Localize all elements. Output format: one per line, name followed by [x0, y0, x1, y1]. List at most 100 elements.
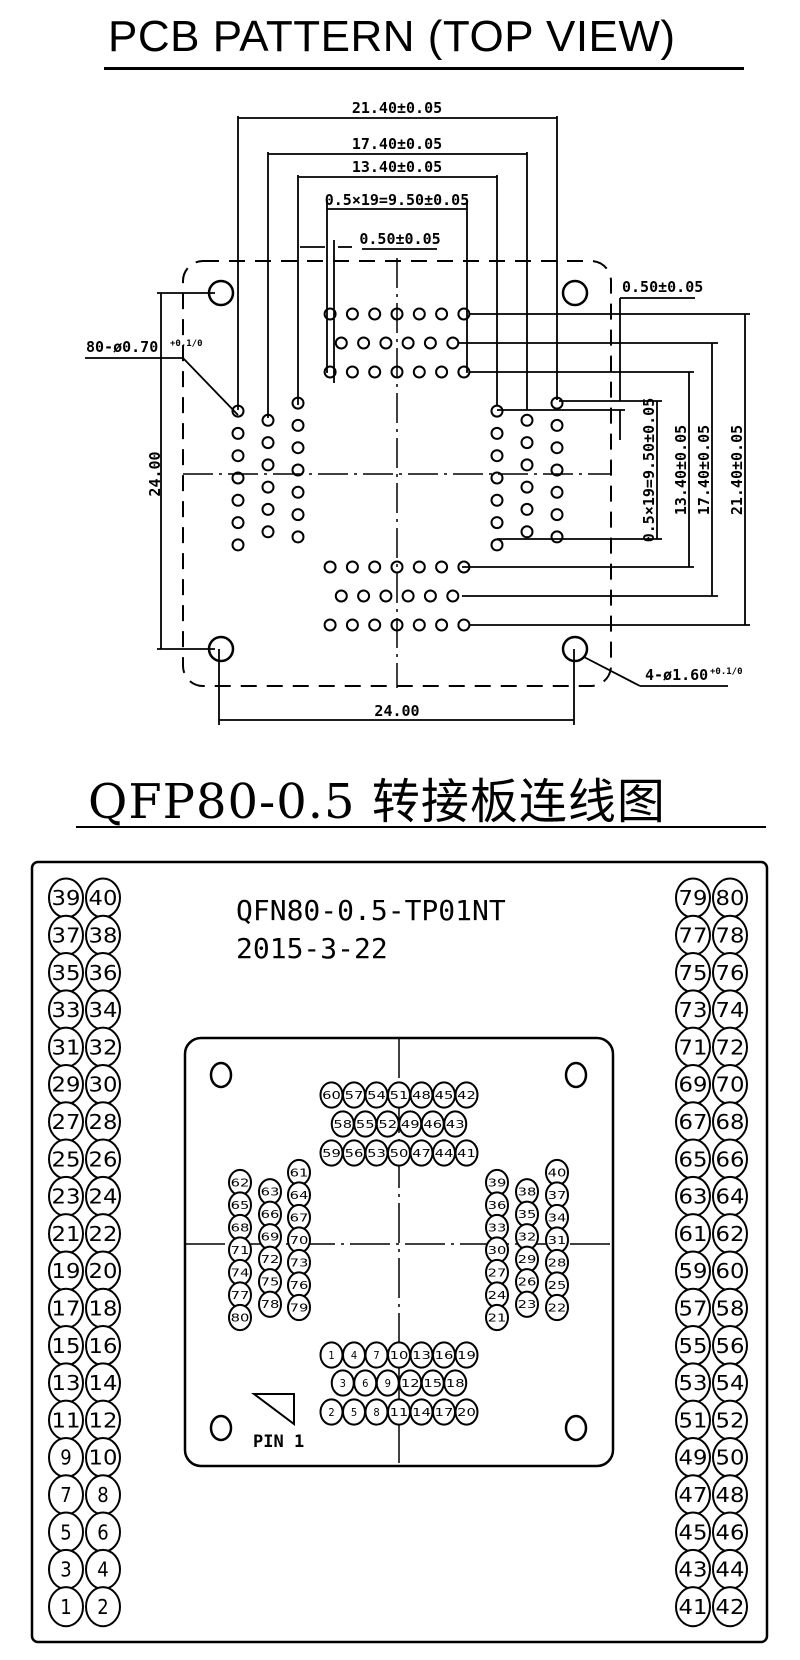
header-left-pin-label: 16: [89, 1334, 118, 1358]
header-left-pin-label: 28: [89, 1110, 118, 1134]
pad-top: [379, 336, 393, 350]
socket-right-pin-label: 40: [548, 1166, 567, 1179]
header-right-pin-label: 51: [679, 1408, 708, 1432]
header-right-pin-label: 57: [679, 1297, 708, 1321]
mount-hole-bottom-right: [561, 635, 589, 663]
dim-pad-count-diameter: 80-ø0.70: [86, 338, 158, 356]
header-left-pin-label: 36: [89, 961, 118, 985]
socket-left-pin-label: 71: [231, 1244, 250, 1257]
socket-top-pin-label: 41: [457, 1147, 476, 1160]
header-right-pin-label: 63: [679, 1185, 708, 1209]
mount-hole-leader: [583, 656, 728, 687]
socket-left-pin-label: 68: [231, 1221, 250, 1234]
socket-left-pin-label: 63: [261, 1186, 280, 1199]
header-right-pin-label: 76: [716, 961, 745, 985]
socket-top-pin-label: 42: [457, 1089, 476, 1102]
socket-bottom-pin-label: 13: [412, 1349, 431, 1362]
pad-bottom: [323, 560, 337, 574]
header-left-pin-label: 17: [52, 1297, 81, 1321]
socket-top-pin-label: 49: [401, 1118, 420, 1131]
socket-top-pin-label: 51: [390, 1089, 409, 1102]
socket-hole-top-left: [209, 1061, 233, 1089]
pad-bottom: [345, 560, 359, 574]
dim-pad-tolerance: +0.1/0: [170, 339, 203, 349]
header-right-pin-label: 69: [679, 1073, 708, 1097]
socket-bottom-pin-label: 5: [351, 1406, 357, 1419]
header-left-pin-label: 30: [89, 1073, 118, 1097]
header-left-pin-label: 14: [89, 1371, 118, 1395]
header-right-pin-label: 74: [716, 998, 745, 1022]
pcb-pattern-title: PCB PATTERN (TOP VIEW): [108, 12, 676, 61]
socket-left-pin: [258, 1290, 282, 1318]
pad-bottom: [390, 560, 404, 574]
header-right-pin-label: 67: [679, 1110, 708, 1134]
header-right-pin-label: 45: [679, 1520, 708, 1544]
socket-right-pin-label: 25: [548, 1279, 567, 1292]
dim-pitch-total: 0.5×19=9.50±0.05: [325, 191, 470, 209]
dim-right-pitch-total: 0.5×19=9.50±0.05: [640, 398, 658, 543]
adapter-board-outline: [30, 860, 769, 1644]
socket-right-pin-label: 32: [518, 1231, 537, 1244]
socket-left-pin: [228, 1303, 252, 1332]
pad-top: [323, 365, 337, 379]
pad-right: [550, 441, 564, 455]
pad-right: [550, 530, 564, 544]
pad-right: [490, 493, 504, 507]
pad-group: [231, 307, 564, 632]
socket-right-pin-label: 33: [488, 1221, 507, 1234]
pad-top: [345, 307, 359, 321]
socket-left-pin-label: 76: [290, 1279, 309, 1292]
pad-bottom: [379, 589, 393, 603]
socket-right-pin: [485, 1303, 509, 1332]
socket-bottom-pin-label: 4: [351, 1349, 357, 1362]
socket-hole-bottom-right: [564, 1414, 588, 1442]
header-left-pin-label: 23: [52, 1185, 81, 1209]
socket-bottom-pin: [443, 1369, 468, 1397]
header-right-pin-label: 56: [716, 1334, 745, 1358]
header-left-pin-label: 35: [52, 961, 81, 985]
left-body-dimension: [157, 292, 215, 650]
pad-bottom: [412, 560, 426, 574]
header-right-pin-label: 60: [716, 1259, 745, 1283]
header-left-pin-label: 29: [52, 1073, 81, 1097]
socket-right-pin-label: 31: [548, 1234, 567, 1247]
header-right-pin-label: 68: [716, 1110, 745, 1134]
header-left-pin-label: 19: [52, 1259, 81, 1283]
header-left-pin-label: 6: [97, 1520, 108, 1544]
pad-left: [231, 516, 245, 530]
socket-left-pin: [287, 1293, 311, 1322]
dim-right-inner-span: 13.40±0.05: [672, 425, 690, 515]
socket-right-pin-label: 36: [488, 1199, 507, 1212]
header-left-pin: [48, 1586, 84, 1628]
socket-top-pin-label: 48: [412, 1089, 431, 1102]
header-right-pin-label: 43: [679, 1558, 708, 1582]
socket-bottom-pin-label: 11: [390, 1406, 409, 1419]
socket-top-pin-label: 58: [333, 1118, 352, 1131]
socket-left-pin-label: 65: [231, 1199, 250, 1212]
pad-right: [490, 404, 504, 418]
pad-top: [390, 365, 404, 379]
pad-bottom: [457, 618, 471, 632]
socket-bottom-pin-label: 19: [457, 1349, 476, 1362]
pad-bottom: [368, 560, 382, 574]
pad-left: [261, 502, 275, 516]
socket-bottom-pin-label: 20: [457, 1406, 476, 1419]
pad-bottom: [435, 618, 449, 632]
dim-mount-hole: 4-ø1.60: [645, 666, 708, 684]
header-left-pin-label: 12: [89, 1408, 118, 1432]
pad-leader: [85, 357, 239, 416]
pad-bottom: [334, 589, 348, 603]
socket-left-pin-label: 77: [231, 1289, 250, 1302]
pad-left: [261, 480, 275, 494]
socket-hole-top-right: [564, 1061, 588, 1089]
dim-body-width: 24.00: [374, 702, 419, 720]
socket-left-pin-label: 70: [290, 1234, 309, 1247]
dim-inner-pad-span: 13.40±0.05: [352, 158, 442, 176]
header-left-pin-label: 33: [52, 998, 81, 1022]
adapter-title: QFP80-0.5 转接板连线图: [88, 774, 666, 830]
header-right-pin-label: 54: [716, 1371, 745, 1395]
socket-bottom-pin-label: 15: [423, 1377, 442, 1390]
header-right-pin-label: 70: [716, 1073, 745, 1097]
socket-top-pin-label: 57: [345, 1089, 364, 1102]
